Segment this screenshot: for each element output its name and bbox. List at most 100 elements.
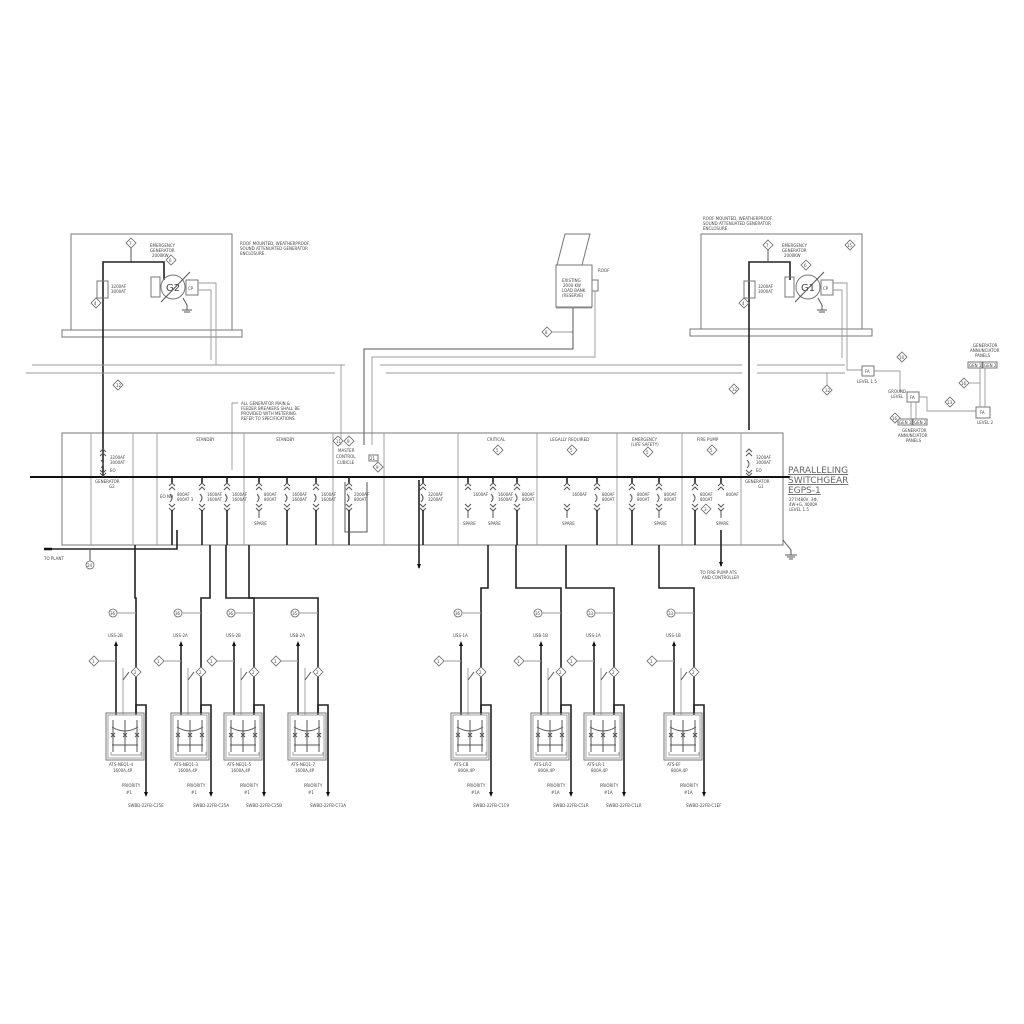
annunciator-panels: GENERATOR ANNUNCIATOR PANELS GEN 1 GEN 2… [821, 343, 1000, 443]
control-wiring: 12 12 [26, 360, 845, 445]
breaker-at: 800AT [354, 497, 367, 502]
ats-name: ATS-NEQ1-5 [227, 762, 252, 767]
breaker-at: 1600AT [321, 497, 337, 502]
breaker-extra: EO NO [160, 494, 173, 499]
tag-label: 5 [710, 448, 713, 453]
section-sub: G1 [758, 484, 764, 489]
breaker-af: 1600AF [498, 492, 514, 497]
tag-label: 2 [692, 670, 695, 675]
ats-dest: SWBD-22FB-C25E [128, 803, 164, 808]
tag-label: 12 [825, 388, 831, 393]
tag-label: 1 [437, 659, 440, 664]
title-sub: 277/480V, 3Φ, [789, 497, 818, 502]
lb-label: 2000 KW [563, 283, 581, 288]
section-label: MASTER [338, 448, 355, 453]
breaker-af: 800AF [637, 492, 650, 497]
tag-label: 1 [570, 659, 573, 664]
note: ROOF MOUNTED, WEATHERPROOF, [703, 216, 774, 221]
tag-label: 2 [316, 670, 319, 675]
note: PROVIDED WITH METERING. [241, 411, 297, 416]
priority-label: PRIORITY [122, 783, 141, 788]
ats-rating: 1600A,4P [295, 768, 315, 773]
tag-label: 1 [210, 659, 213, 664]
tag-label: 1 [274, 659, 277, 664]
fa-label: FA [865, 369, 870, 374]
ats-units: 36USS-2B12ATS-NEQ1-41600A,4PPRIORITY#1SW… [88, 545, 722, 808]
tag-label: 12 [116, 383, 122, 388]
ats-unit: 36USS-2A12ATS-NEQ1-31600A,4PPRIORITY#1SW… [153, 545, 229, 808]
fa-level: GROUND [888, 389, 906, 394]
spare-label: SPARE [254, 521, 267, 526]
ats-unit: 36USS-1A12ATS-CB800A,4PPRIORITY#1ASWBD-2… [433, 545, 509, 808]
spare-label: SPARE [654, 521, 667, 526]
section-label: CRITICAL [487, 437, 506, 442]
ats-unit: 35USB-1B12ATS-LR-2800A,4PPRIORITY#1ASWBD… [513, 545, 589, 808]
ats-dest: SWBD-22FB-C25B [246, 803, 282, 808]
tag-label: 2 [199, 670, 202, 675]
note: ENCLOSURE. [240, 251, 266, 256]
breaker-af: 800AF [726, 492, 739, 497]
tag-label: 16 [961, 381, 967, 386]
gen-desc: EMERGENCY [150, 243, 176, 248]
ats-name: ATS-CB [454, 762, 469, 767]
tag-label: 13 [947, 400, 953, 405]
gen-label: GEN 2 [984, 363, 997, 368]
ats-name: ATS-NEQ1-7 [291, 762, 316, 767]
ats-unit: 33USS-1A12ATS-LR-1800A,4PPRIORITY#1ASWBD… [565, 545, 642, 808]
breaker-af: 800AF [602, 492, 615, 497]
breaker-af: 800AF [522, 492, 535, 497]
ground-icon [782, 539, 792, 555]
generator-g1-enclosure: ROOF MOUNTED, WEATHERPROOF, SOUND ATTENU… [689, 216, 873, 430]
note: SOUND ATTENUATED GENERATOR [703, 221, 771, 226]
ats-dest: SWBD-22FB-C1LR [606, 803, 642, 808]
lb-label: EXISTING [562, 278, 581, 283]
ats-source: USB-1B [533, 633, 548, 638]
ats-rating: 1600A,4P [231, 768, 251, 773]
tag-label: 6 [169, 258, 172, 263]
breaker-af: 800AF [177, 492, 190, 497]
note: ENCLOSURE. [703, 226, 729, 231]
tag-label: 35 [535, 611, 541, 616]
priority-value: #1 [126, 790, 132, 795]
tag-label: 7 [129, 241, 132, 246]
priority-label: PRIORITY [187, 783, 206, 788]
title-line: EGPS-1 [788, 486, 821, 496]
priority-label: PRIORITY [467, 783, 486, 788]
breaker-at: 800AT [664, 497, 677, 502]
priority-value: #1A [551, 790, 560, 795]
tag-label: 21 [370, 456, 376, 461]
section-label: STANDBY [196, 437, 215, 442]
tag-label: 2 [252, 670, 255, 675]
ann-title: PANELS [975, 353, 991, 358]
tag-label: 36 [110, 611, 116, 616]
tag-label: 9 [376, 465, 379, 470]
tag-label: 11 [336, 439, 342, 444]
breaker-af: 1600AF [292, 492, 308, 497]
lb-label: LOAD BANK [562, 288, 586, 293]
feeder-breaker: 800AF SPARE [716, 477, 739, 526]
breaker-at: 1600AT [498, 497, 514, 502]
ats-rating: 1600A,4P [113, 768, 133, 773]
note: FEEDER BREAKERS SHALL BE [241, 406, 300, 411]
lb-label: (RESERVE) [562, 293, 584, 298]
spare-label: SPARE [562, 521, 575, 526]
ats-source: USS-1B [666, 633, 681, 638]
tag-label: 4 [742, 301, 745, 306]
breaker-eo: EO [110, 468, 116, 473]
ats-source: USB-2A [290, 633, 305, 638]
fa-level: LEVEL [891, 394, 904, 399]
generator-g2-enclosure: 7 3200AF 3000AT 4 EMERGENCY GENERATOR 20… [61, 233, 311, 400]
ann-bottom: ANNUNCIATOR [898, 433, 928, 438]
tag-label: 6 [804, 263, 807, 268]
tag-label: 5 [646, 450, 649, 455]
priority-label: PRIORITY [680, 783, 699, 788]
spare-label: SPARE [716, 521, 729, 526]
ann-title: GENERATOR [973, 343, 998, 348]
